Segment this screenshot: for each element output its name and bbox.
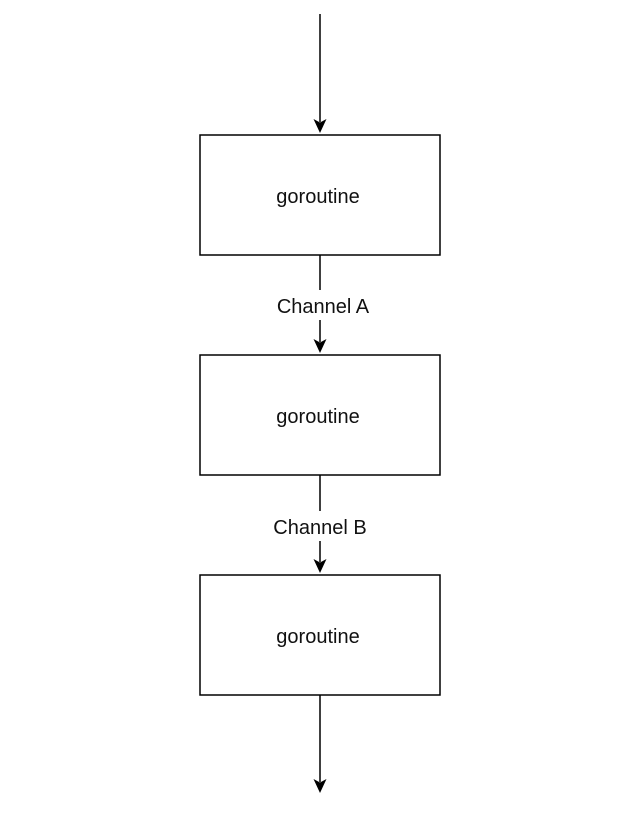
arrowhead-icon	[313, 339, 327, 353]
arrowhead-icon	[313, 779, 327, 793]
goroutine-node-2: goroutine	[199, 354, 441, 476]
edge-channel-b: Channel B	[258, 475, 382, 573]
arrowhead-icon	[313, 559, 327, 573]
arrowhead-icon	[313, 119, 327, 133]
channel-b-label: Channel B	[273, 517, 366, 539]
goroutine-node-1-label: goroutine	[276, 186, 359, 208]
channel-a-label: Channel A	[277, 296, 370, 318]
goroutine-node-3-label: goroutine	[276, 626, 359, 648]
goroutine-node-2-label: goroutine	[276, 406, 359, 428]
edge-input-arrow	[313, 14, 327, 133]
edge-output-arrow	[313, 695, 327, 793]
goroutine-node-3: goroutine	[199, 574, 441, 696]
goroutine-node-1: goroutine	[199, 134, 441, 256]
edge-channel-a: Channel A	[262, 255, 384, 353]
